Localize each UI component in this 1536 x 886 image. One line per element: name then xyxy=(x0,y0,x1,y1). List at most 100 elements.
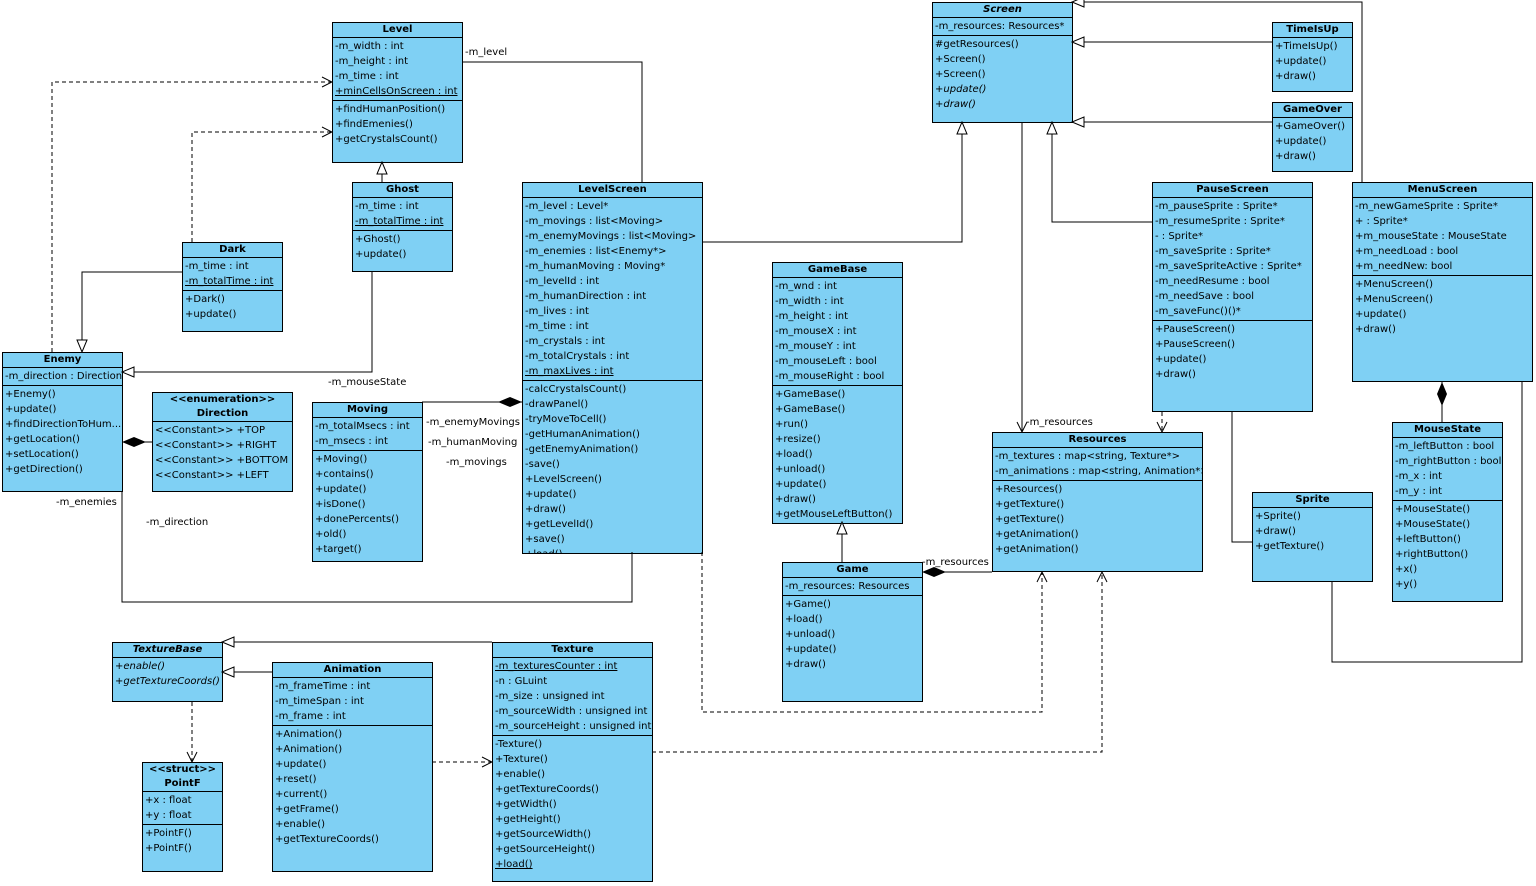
class-attribute: -m_totalTime : int xyxy=(355,216,444,227)
class-methods-section: +Game()+load()+unload()+update()+draw() xyxy=(783,595,922,673)
class-method: +Animation() xyxy=(275,744,343,755)
class-attribute: +x : float xyxy=(145,795,192,806)
class-name: Game xyxy=(836,564,869,575)
class-methods-section: +TimeIsUp()+update()+draw() xyxy=(1273,37,1352,85)
class-method: +getCrystalsCount() xyxy=(335,134,438,145)
class-method: +setLocation() xyxy=(5,449,79,460)
class-method: +getTextureCoords() xyxy=(115,676,220,687)
class-game[interactable]: Game -m_resources: Resources+Game()+load(… xyxy=(782,562,923,702)
class-level[interactable]: Level-m_width : int-m_height : int-m_tim… xyxy=(332,22,463,163)
class-attribute: -m_needResume : bool xyxy=(1155,276,1270,287)
class-attributes-section: -m_frameTime : int-m_timeSpan : int-m_fr… xyxy=(273,677,432,725)
class-method: +update() xyxy=(1275,56,1327,67)
class-moving[interactable]: Moving-m_totalMsecs : int-m_msecs : int+… xyxy=(312,402,423,562)
class-attribute: -m_direction : Direction xyxy=(5,371,123,382)
class-method: +enable() xyxy=(495,769,546,780)
class-methods-section: +Animation()+Animation()+update()+reset(… xyxy=(273,725,432,848)
class-attributes-section: -m_texturesCounter : int-n : GLuint-m_si… xyxy=(493,657,652,735)
class-resources[interactable]: Resources-m_textures : map<string, Textu… xyxy=(992,432,1203,572)
class-texture[interactable]: Texture -m_texturesCounter : int-n : GLui… xyxy=(492,642,653,882)
class-method: +update() xyxy=(1155,354,1207,365)
class-methods-section: -calcCrystalsCount()-drawPanel()-tryMove… xyxy=(523,380,702,553)
class-name: Dark xyxy=(219,244,246,255)
edge-pausescreen-sprite-association xyxy=(1231,412,1252,543)
class-attributes-section: <<Constant>> +TOP<<Constant>> +RIGHT<<Co… xyxy=(153,421,292,484)
class-header: Resources xyxy=(993,433,1202,447)
class-menuscreen[interactable]: MenuScreen-m_newGameSprite : Sprite*+ : … xyxy=(1352,182,1533,382)
class-method: +isDone() xyxy=(315,499,366,510)
class-pausescreen[interactable]: PauseScreen-m_pauseSprite : Sprite*-m_re… xyxy=(1152,182,1313,412)
class-methods-section: -Texture()+Texture()+enable()+getTexture… xyxy=(493,735,652,873)
class-screen[interactable]: Screen-m_resources: Resources*#getResour… xyxy=(932,2,1073,123)
class-attribute: -m_time : int xyxy=(355,201,419,212)
class-name: TimeIsUp xyxy=(1286,24,1339,35)
class-dark[interactable]: Dark-m_time : int-m_totalTime : int+Dark… xyxy=(182,242,283,332)
class-method: +load() xyxy=(785,614,823,625)
class-method: +Screen() xyxy=(935,54,986,65)
class-header: GameBase xyxy=(773,263,902,277)
class-attribute: -n : GLuint xyxy=(495,676,548,687)
class-attribute: -m_frameTime : int xyxy=(275,681,371,692)
class-method: +Sprite() xyxy=(1255,511,1301,522)
class-methods-section: +Resources()+getTexture()+getTexture()+g… xyxy=(993,480,1202,558)
class-method: +resize() xyxy=(775,434,821,445)
class-gamebase[interactable]: GameBase-m_wnd : int-m_width : int-m_hei… xyxy=(772,262,903,524)
class-attribute: + : Sprite* xyxy=(1355,216,1408,227)
class-methods-section: +Moving()+contains()+update()+isDone()+d… xyxy=(313,450,422,558)
class-attribute: -m_pauseSprite : Sprite* xyxy=(1155,201,1278,212)
label-m-movings: -m_movings xyxy=(446,457,507,468)
class-method: +draw() xyxy=(1355,324,1396,335)
class-enemy[interactable]: Enemy-m_direction : Direction+Enemy()+up… xyxy=(2,352,123,492)
class-animation[interactable]: Animation -m_frameTime : int-m_timeSpan :… xyxy=(272,662,433,872)
class-attribute: -m_mouseY : int xyxy=(775,341,856,352)
edge-levelscreen-enemy-association xyxy=(121,492,633,603)
class-direction[interactable]: <<enumeration>>Direction<<Constant>> +TO… xyxy=(152,392,293,492)
class-methods-section: +GameBase()+GameBase()+run()+resize()+lo… xyxy=(773,385,902,523)
class-method: +findEmenies() xyxy=(335,119,413,130)
class-header: Dark xyxy=(183,243,282,257)
class-name: Texture xyxy=(551,644,594,655)
class-name: Animation xyxy=(323,664,382,675)
class-methods-section: +enable()+getTextureCoords() xyxy=(113,657,222,690)
class-header: Ghost xyxy=(353,183,452,197)
class-attribute: +y : float xyxy=(145,810,192,821)
label-m-level: -m_level xyxy=(465,47,508,58)
class-method: +getSourceWidth() xyxy=(495,829,592,840)
class-attributes-section: -m_level : Level*-m_movings : list<Movin… xyxy=(523,197,702,380)
class-name: Ghost xyxy=(386,184,419,195)
class-timesup[interactable]: TimeIsUp +TimeIsUp()+update()+draw() xyxy=(1272,22,1353,92)
class-attribute: -m_time : int xyxy=(185,261,249,272)
class-method: +getTextureCoords() xyxy=(275,834,379,845)
class-method: +findHumanPosition() xyxy=(335,104,446,115)
class-method: +getLevelId() xyxy=(525,519,594,530)
class-gameover[interactable]: GameOver+GameOver()+update()+draw() xyxy=(1272,102,1353,172)
class-methods-section: +PointF()+PointF() xyxy=(143,824,222,857)
class-method: +update() xyxy=(185,309,237,320)
class-attributes-section: +x : float +y : float xyxy=(143,791,222,824)
class-ghost[interactable]: Ghost-m_time : int-m_totalTime : int+Gho… xyxy=(352,182,453,272)
class-name: PointF xyxy=(164,778,201,789)
class-attribute: -m_sourceHeight : unsigned int xyxy=(495,721,652,732)
label-m-enemymovings: -m_enemyMovings xyxy=(426,417,520,428)
class-mousestate[interactable]: MouseState-m_leftButton : bool-m_rightBu… xyxy=(1392,422,1503,602)
class-attributes-section: -m_pauseSprite : Sprite*-m_resumeSprite … xyxy=(1153,197,1312,320)
class-attribute: -m_enemyMovings : list<Moving> xyxy=(525,231,697,242)
label-m-resources-game: -m_resources xyxy=(922,557,989,568)
edge-levelscreen-resources-dependency xyxy=(701,552,1042,713)
class-name: Sprite xyxy=(1295,494,1330,505)
class-attribute: -m_time : int xyxy=(335,71,399,82)
class-attribute: +minCellsOnScreen : int xyxy=(335,86,458,97)
class-pointf[interactable]: <<struct>> PointF +x : float +y : float +Poi… xyxy=(142,762,223,872)
edge-menuscreen-screen-generalization xyxy=(1072,2,1363,182)
class-stereotype: <<struct>> xyxy=(148,764,216,775)
class-header: Texture xyxy=(493,643,652,657)
class-attribute: +m_needNew: bool xyxy=(1355,261,1453,272)
class-method: +getAnimation() xyxy=(995,544,1079,555)
class-attribute: -m_level : Level* xyxy=(525,201,609,212)
class-attribute: -m_saveFunc()()* xyxy=(1155,306,1241,317)
class-sprite[interactable]: Sprite+Sprite()+draw()+getTexture() xyxy=(1252,492,1373,582)
class-method: +y() xyxy=(1395,579,1418,590)
class-attributes-section: -m_resources: Resources xyxy=(783,577,922,595)
class-levelscreen[interactable]: LevelScreen-m_level : Level*-m_movings :… xyxy=(522,182,703,554)
